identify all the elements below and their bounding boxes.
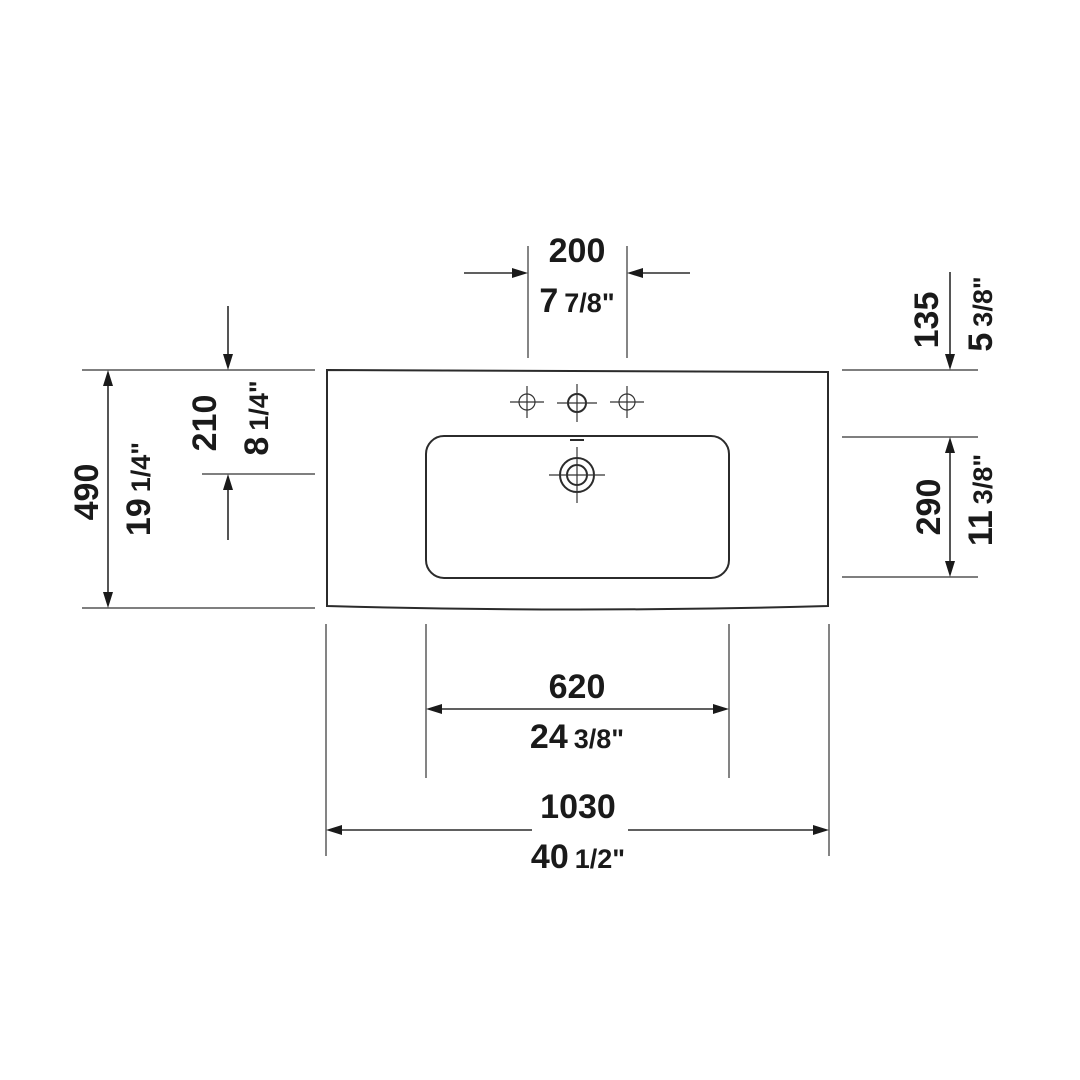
tap-hole-left-icon <box>510 386 544 418</box>
tap-spacing-arrow <box>464 268 690 278</box>
tap-spacing-inch-frac: 7/8" <box>564 288 614 318</box>
tap-hole-edge-inch-frac: 3/8" <box>968 276 998 326</box>
tap-hole-edge-mm: 135 <box>908 292 946 349</box>
total-depth-arrow <box>103 370 113 608</box>
basin-outline <box>326 368 829 611</box>
tap-hole-depth-inch-whole: 8 <box>238 437 276 456</box>
dimension-arrows <box>103 268 955 835</box>
bowl-depth-inch-whole: 11 <box>962 510 1000 546</box>
bowl-width-inch-whole: 24 <box>530 718 568 756</box>
total-depth-mm: 490 <box>68 464 106 521</box>
bowl-depth-inch-frac: 3/8" <box>968 454 998 504</box>
total-depth-inch-whole: 19 <box>120 498 158 536</box>
total-width-inch-frac: 1/2" <box>575 844 625 874</box>
bowl-depth-mm: 290 <box>910 479 948 536</box>
tap-hole-depth-mm: 210 <box>186 395 224 452</box>
tap-hole-depth-inch-frac: 1/4" <box>244 380 274 430</box>
tap-spacing-mm: 200 <box>549 232 606 270</box>
tap-hole-center-icon <box>557 384 597 422</box>
drain <box>549 439 605 503</box>
countertop-outline <box>326 368 829 611</box>
total-depth-inch: 19 1/4" <box>120 442 158 536</box>
tap-hole-depth-inch: 8 1/4" <box>238 380 276 455</box>
tap-hole-depth-arrow <box>223 306 233 540</box>
total-depth-label: 490 19 1/4" <box>68 442 158 536</box>
total-width-arrow <box>326 825 829 835</box>
bowl-depth-inch: 11 3/8" <box>962 454 1000 546</box>
tap-hole-right-icon <box>610 386 644 418</box>
tap-hole-edge-label: 135 5 3/8" <box>908 276 1000 351</box>
tap-hole-edge-inch-whole: 5 <box>962 333 1000 352</box>
bowl-outline <box>425 435 730 579</box>
total-width-mm: 1030 <box>540 788 616 826</box>
total-depth-inch-frac: 1/4" <box>126 442 156 492</box>
bowl-depth-label: 290 11 3/8" <box>910 454 1000 546</box>
tap-hole-depth-label: 210 8 1/4" <box>186 380 276 455</box>
tap-hole-edge-inch: 5 3/8" <box>962 276 1000 351</box>
bowl-depth-arrow <box>945 437 955 577</box>
bowl-width-mm: 620 <box>549 668 606 706</box>
drain-icon <box>549 447 605 503</box>
bowl-width-inch-frac: 3/8" <box>574 724 624 754</box>
extension-lines <box>82 246 978 856</box>
tap-spacing-inch-whole: 7 <box>539 282 558 320</box>
tap-holes <box>510 384 644 422</box>
bowl-width-arrow <box>426 704 729 714</box>
tap-hole-edge-arrow <box>945 272 955 370</box>
total-width-inch-whole: 40 <box>531 838 569 876</box>
